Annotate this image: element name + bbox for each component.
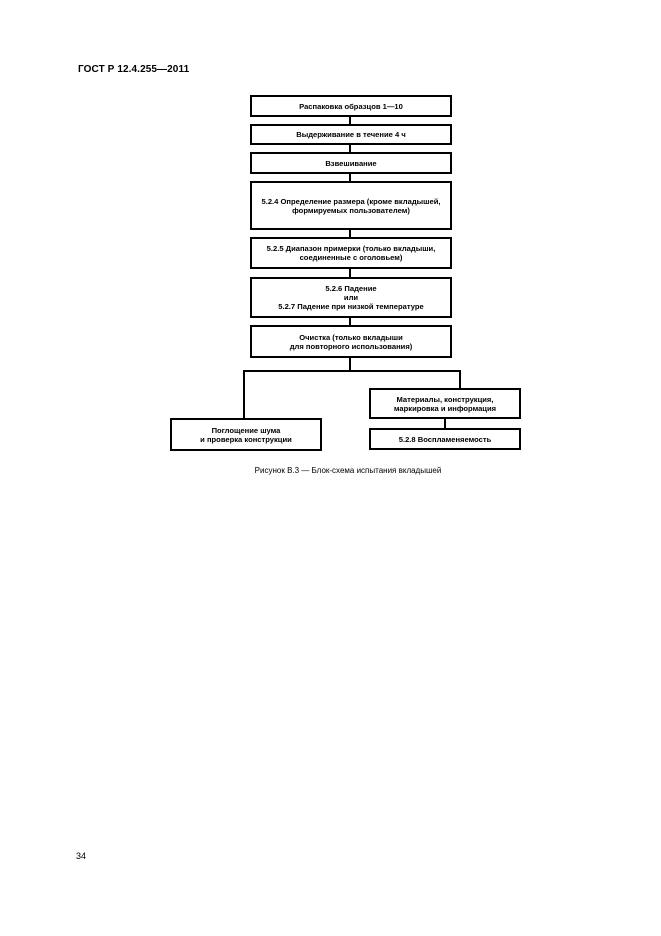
figure-caption-text: Рисунок В.3 — Блок-схема испытания вклад…	[254, 466, 442, 475]
flow-step-conditioning: Выдерживание в течение 4 ч	[250, 124, 452, 145]
branch-left-line	[243, 370, 245, 418]
flow-step-drop-test: 5.2.6 Падение или 5.2.7 Падение при низк…	[250, 277, 452, 318]
connector-line	[349, 230, 351, 237]
flow-step-label: Взвешивание	[325, 158, 377, 168]
flow-step-label: Поглощение шума и проверка конструкции	[200, 425, 292, 444]
flow-step-label: Очистка (только вкладыши для повторного …	[289, 332, 413, 351]
flow-step-label: 5.2.5 Диапазон примерки (только вкладыши…	[266, 244, 436, 262]
flow-step-label: 5.2.6 Падение или 5.2.7 Падение при низк…	[278, 284, 424, 311]
flow-step-materials: Материалы, конструкция, маркировка и инф…	[369, 388, 521, 419]
connector-line	[444, 419, 446, 428]
flow-step-label: 5.2.8 Воспламеняемость	[398, 434, 492, 444]
document-header: ГОСТ Р 12.4.255—2011	[78, 64, 190, 75]
connector-line	[349, 318, 351, 325]
flow-step-label: Выдерживание в течение 4 ч	[296, 130, 406, 139]
flow-step-label: Материалы, конструкция, маркировка и инф…	[393, 394, 497, 413]
flow-step-fitting-range: 5.2.5 Диапазон примерки (только вкладыши…	[250, 237, 452, 269]
flow-step-noise-attenuation: Поглощение шума и проверка конструкции	[170, 418, 322, 451]
connector-line	[349, 358, 351, 371]
page-number: 34	[76, 851, 87, 861]
flow-step-weighing: Взвешивание	[250, 152, 452, 174]
flow-step-unpacking: Распаковка образцов 1—10	[250, 95, 452, 117]
flow-step-flammability: 5.2.8 Воспламеняемость	[369, 428, 521, 450]
figure-caption: Рисунок В.3 — Блок-схема испытания вклад…	[0, 466, 661, 475]
connector-line	[349, 145, 351, 152]
flow-step-cleaning: Очистка (только вкладыши для повторного …	[250, 325, 452, 358]
connector-line	[349, 174, 351, 181]
branch-horizontal-line	[243, 370, 461, 372]
connector-line	[349, 117, 351, 124]
connector-line	[349, 269, 351, 277]
flow-step-label: 5.2.4 Определение размера (кроме вкладыш…	[261, 196, 441, 215]
flow-step-label: Распаковка образцов 1—10	[299, 101, 403, 111]
branch-right-line	[459, 370, 461, 388]
flow-step-size-determination: 5.2.4 Определение размера (кроме вкладыш…	[250, 181, 452, 230]
